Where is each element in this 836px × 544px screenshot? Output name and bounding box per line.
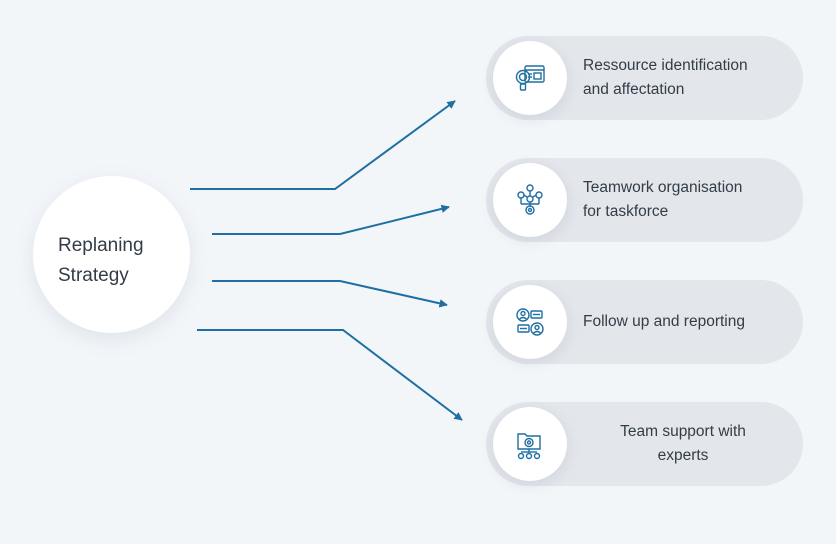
item-icon-circle — [493, 285, 567, 359]
folder-team-icon — [517, 433, 541, 460]
item-card-teamwork-organisation: Teamwork organisation for taskforce — [486, 158, 803, 242]
magnifier-document-icon — [515, 65, 545, 91]
team-network-icon — [517, 184, 543, 215]
item-text-line2: for taskforce — [583, 203, 669, 220]
people-chat-icon — [516, 308, 544, 336]
item-text-line1: Follow up and reporting — [583, 313, 745, 330]
item-icon-circle — [493, 163, 567, 237]
arrow-to-item-2 — [212, 204, 450, 235]
item-card-team-support: Team support with experts — [486, 402, 803, 486]
strategy-label-line1: Replaning — [58, 235, 144, 256]
item-icon-circle — [493, 41, 567, 115]
item-text-line1: Ressource identification — [583, 57, 748, 74]
strategy-circle: Replaning Strategy — [33, 176, 190, 333]
item-card-resource-identification: Ressource identification and affectation — [486, 36, 803, 120]
item-text-line2: experts — [657, 447, 709, 464]
item-icon-circle — [493, 407, 567, 481]
strategy-label: Replaning Strategy — [58, 231, 178, 291]
arrow-to-item-4 — [197, 329, 463, 421]
item-text-line2: and affectation — [583, 81, 685, 98]
item-text: Follow up and reporting — [583, 280, 745, 364]
item-text-line1: Teamwork organisation — [583, 179, 743, 196]
item-text: Ressource identification and affectation — [583, 36, 748, 120]
item-text-line1: Team support with — [620, 423, 746, 440]
item-text: Team support with experts — [583, 402, 783, 486]
item-text: Teamwork organisation for taskforce — [583, 158, 742, 242]
item-card-follow-up-reporting: Follow up and reporting — [486, 280, 803, 364]
strategy-label-line2: Strategy — [58, 265, 129, 286]
arrow-to-item-1 — [190, 100, 456, 190]
arrow-to-item-3 — [212, 280, 448, 308]
